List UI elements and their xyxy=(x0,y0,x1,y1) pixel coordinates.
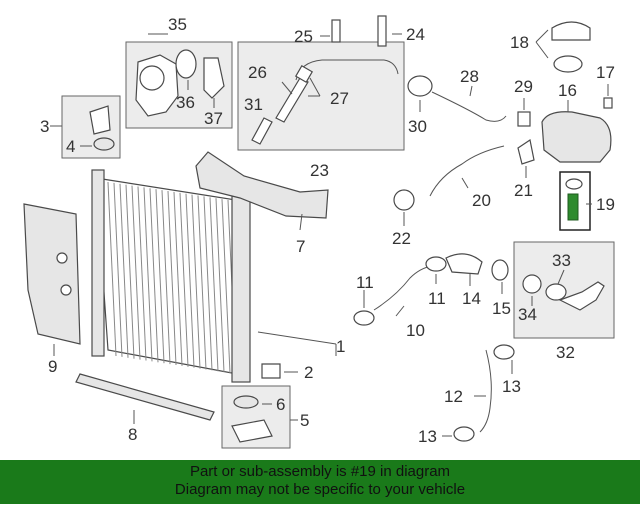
callout-22: 22 xyxy=(392,229,411,248)
callout-35: 35 xyxy=(168,15,187,34)
thermostat-part[interactable] xyxy=(203,57,225,99)
callout-31: 31 xyxy=(244,95,263,114)
callout-24: 24 xyxy=(406,25,425,44)
callout-37: 37 xyxy=(204,109,223,128)
callout-5: 5 xyxy=(300,411,309,430)
callout-11b: 11 xyxy=(428,289,446,308)
callout-14: 14 xyxy=(462,289,481,308)
callout-32: 32 xyxy=(556,343,575,362)
callout-13b: 13 xyxy=(418,427,437,446)
radiator-part[interactable] xyxy=(91,169,251,383)
callout-9: 9 xyxy=(48,357,57,376)
callout-15: 15 xyxy=(492,299,511,318)
radiator-fin xyxy=(107,181,117,357)
callout-25: 25 xyxy=(294,27,313,46)
radiator-fin xyxy=(209,197,219,372)
banner-line-2: Diagram may not be specific to your vehi… xyxy=(174,481,466,498)
radiator-fin xyxy=(197,195,207,370)
radiator-fin xyxy=(131,185,141,360)
callout-36: 36 xyxy=(176,93,195,112)
radiator-fin xyxy=(149,188,159,363)
callout-34: 34 xyxy=(518,305,537,324)
gasket-part[interactable] xyxy=(175,49,197,79)
lower-seal-part[interactable] xyxy=(75,373,215,421)
radiator-fin xyxy=(173,191,183,366)
callout-27: 27 xyxy=(330,89,349,108)
radiator-fin xyxy=(161,190,171,365)
coolant-sensor-part[interactable] xyxy=(567,193,579,221)
callout-1: 1 xyxy=(336,337,345,356)
radiator-fin xyxy=(155,189,165,364)
callout-10: 10 xyxy=(406,321,425,340)
radiator-fin xyxy=(179,192,189,367)
callout-30: 30 xyxy=(408,117,427,136)
drain-plug-part[interactable] xyxy=(261,363,281,379)
callout-33: 33 xyxy=(552,251,571,270)
callout-7: 7 xyxy=(296,237,305,256)
radiator-fin xyxy=(167,190,177,366)
callout-26: 26 xyxy=(248,63,267,82)
radiator-fin xyxy=(191,194,201,369)
info-banner: Part or sub-assembly is #19 in diagram D… xyxy=(0,460,640,504)
coolant-reservoir-part[interactable] xyxy=(541,111,612,163)
radiator-fin xyxy=(221,199,231,374)
water-outlet-part[interactable] xyxy=(558,281,605,311)
callout-28: 28 xyxy=(460,67,479,86)
callout-29: 29 xyxy=(514,77,533,96)
reservoir-cap-part[interactable] xyxy=(551,21,591,41)
parts-diagram: 1 2 3 4 5 6 7 8 9 10 11 11 12 13 13 14 1… xyxy=(23,15,615,449)
callout-21: 21 xyxy=(514,181,533,200)
callout-20: 20 xyxy=(472,191,491,210)
callout-17: 17 xyxy=(596,63,615,82)
radiator-fin xyxy=(215,198,225,373)
hose-part[interactable] xyxy=(275,77,309,123)
callout-16: 16 xyxy=(558,81,577,100)
callout-3: 3 xyxy=(40,117,49,136)
callout-13a: 13 xyxy=(502,377,521,396)
callout-19: 19 xyxy=(596,195,615,214)
radiator-fin xyxy=(203,196,213,371)
callout-11a: 11 xyxy=(356,273,374,292)
radiator-fin xyxy=(137,186,147,361)
radiator-fin xyxy=(143,187,153,362)
radiator-fin xyxy=(113,182,123,357)
callout-2: 2 xyxy=(304,363,313,382)
air-deflector-part[interactable] xyxy=(23,203,81,345)
radiator-fin xyxy=(125,184,135,359)
callout-18: 18 xyxy=(510,33,529,52)
callout-12: 12 xyxy=(444,387,463,406)
callout-4: 4 xyxy=(66,137,75,156)
callout-8: 8 xyxy=(128,425,137,444)
callout-23: 23 xyxy=(310,161,329,180)
radiator-fin xyxy=(185,193,195,368)
callout-6: 6 xyxy=(276,395,285,414)
banner-line-1: Part or sub-assembly is #19 in diagram xyxy=(189,463,451,480)
baffle-part[interactable] xyxy=(195,151,329,219)
radiator-fin xyxy=(119,183,129,358)
